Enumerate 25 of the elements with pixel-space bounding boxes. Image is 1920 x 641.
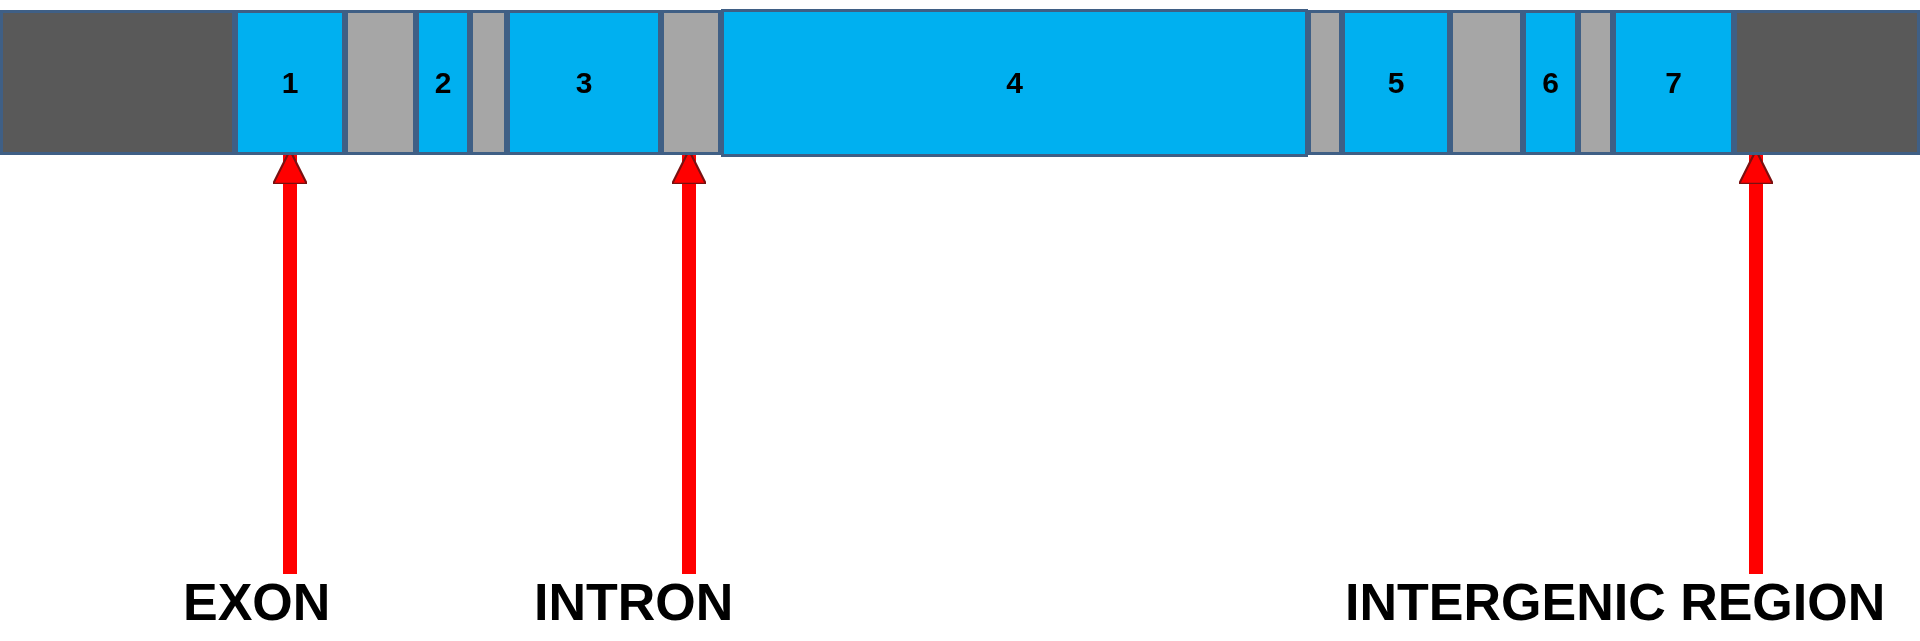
intron-block bbox=[1308, 10, 1342, 155]
exon-number: 6 bbox=[1542, 65, 1559, 100]
exon-block bbox=[1613, 10, 1734, 155]
exon-number: 3 bbox=[575, 65, 593, 100]
intergenic-region-bar bbox=[1734, 10, 1920, 155]
exon-block bbox=[721, 9, 1308, 157]
exon-block bbox=[1342, 10, 1450, 155]
intron-block bbox=[1450, 10, 1523, 155]
intron-block bbox=[1578, 10, 1613, 155]
exon-number: 1 bbox=[281, 65, 299, 100]
exon-number: 4 bbox=[1006, 66, 1023, 100]
region-label: EXON bbox=[183, 572, 331, 632]
intron-block bbox=[661, 10, 721, 155]
intron-block bbox=[345, 10, 416, 155]
exon-block bbox=[507, 10, 661, 155]
region-label: INTERGENIC REGION bbox=[1345, 572, 1886, 632]
exon-block bbox=[416, 10, 470, 155]
intergenic-region-bar bbox=[0, 10, 235, 155]
exon-block bbox=[235, 10, 345, 155]
exon-block bbox=[1523, 10, 1578, 155]
exon-number: 2 bbox=[434, 65, 452, 100]
exon-number: 5 bbox=[1387, 65, 1405, 100]
exon-number: 7 bbox=[1665, 65, 1682, 100]
region-label: INTRON bbox=[534, 572, 734, 632]
intron-block bbox=[470, 10, 507, 155]
